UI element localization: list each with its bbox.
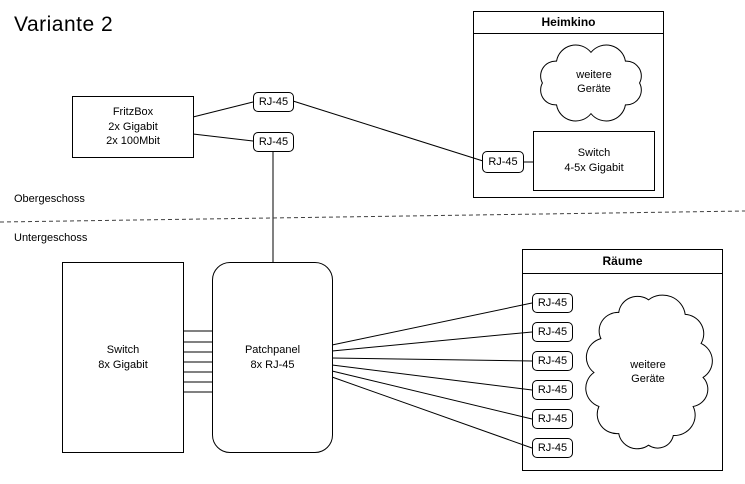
raeume-cloud-shape <box>586 295 713 449</box>
floor-label-untergeschoss: Untergeschoss <box>14 232 88 244</box>
raeume-container: Räume <box>522 249 723 471</box>
fritzbox-name: FritzBox <box>112 106 154 119</box>
rj45-port-uplink-1: RJ-45 <box>253 92 294 112</box>
patchpanel-spec: 8x RJ-45 <box>250 358 295 371</box>
heimkino-header: Heimkino <box>474 12 663 34</box>
raeume-cloud-label: weitere Geräte <box>598 359 698 387</box>
switch-name: Switch <box>106 343 140 356</box>
fritzbox-node: FritzBox 2x Gigabit 2x 100Mbit <box>72 96 194 158</box>
switch-spec: 8x Gigabit <box>98 358 148 371</box>
raeume-rj45-port-5: RJ-45 <box>532 409 573 429</box>
switch-node: Switch 8x Gigabit <box>62 262 184 453</box>
heimkino-cloud-line-1: weitere <box>576 69 612 81</box>
heimkino-switch-name: Switch <box>577 147 611 160</box>
fritzbox-spec-2: 2x 100Mbit <box>106 135 160 148</box>
floor-label-obergeschoss: Obergeschoss <box>14 193 85 205</box>
rj45-port-uplink-2: RJ-45 <box>253 132 294 152</box>
fritzbox-spec-1: 2x Gigabit <box>108 120 158 133</box>
raeume-cloud-line-2: Geräte <box>631 372 665 385</box>
raeume-rj45-port-3: RJ-45 <box>532 351 573 371</box>
patch-cables-switch-to-patchpanel <box>183 330 212 393</box>
patchpanel-node: Patchpanel 8x RJ-45 <box>212 262 333 453</box>
cable-rj45-1-to-heimkino-rj45 <box>292 100 484 162</box>
diagram-title: Variante 2 <box>14 13 114 36</box>
raeume-rj45-port-6: RJ-45 <box>532 438 573 458</box>
raeume-rj45-port-4: RJ-45 <box>532 380 573 400</box>
heimkino-cloud-shape <box>541 45 642 121</box>
heimkino-container: Heimkino <box>473 11 664 198</box>
raeume-header: Räume <box>523 250 722 274</box>
heimkino-rj45-port: RJ-45 <box>482 151 524 173</box>
raeume-rj45-port-2: RJ-45 <box>532 322 573 342</box>
cables-patchpanel-to-raeume <box>331 302 533 449</box>
raeume-rj45-port-1: RJ-45 <box>532 293 573 313</box>
cable-fritzbox-to-rj45-1 <box>192 101 254 118</box>
patchpanel-name: Patchpanel <box>244 343 301 356</box>
raeume-cloud-line-1: weitere <box>630 359 666 371</box>
cable-fritzbox-to-rj45-2 <box>192 133 254 142</box>
heimkino-cloud-label: weitere Geräte <box>544 69 644 97</box>
floor-divider-dashed-line <box>0 210 745 223</box>
heimkino-cloud-line-2: Geräte <box>577 82 611 95</box>
heimkino-switch-node: Switch 4-5x Gigabit <box>533 131 655 191</box>
heimkino-switch-spec: 4-5x Gigabit <box>564 162 624 174</box>
